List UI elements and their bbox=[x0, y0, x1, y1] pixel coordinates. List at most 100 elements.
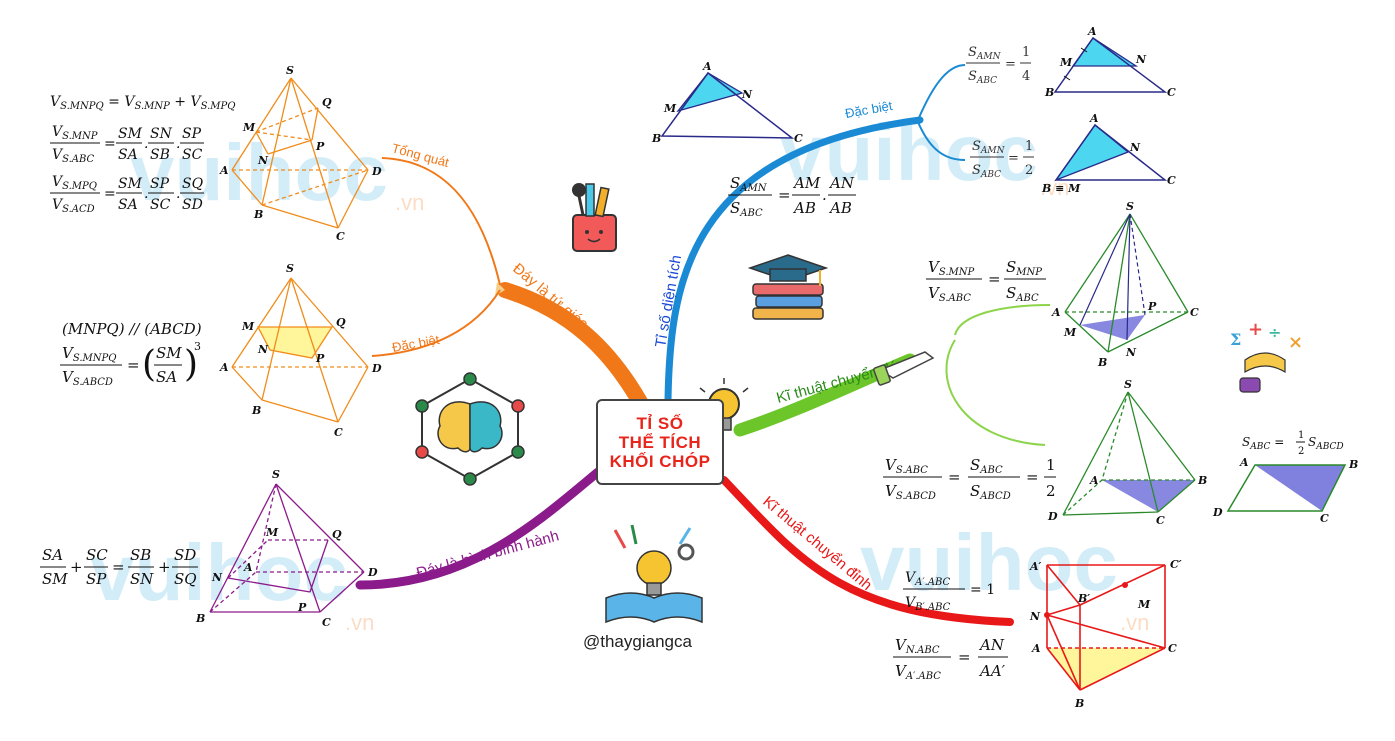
svg-text:A: A bbox=[219, 361, 229, 374]
branch-area-curve bbox=[664, 116, 924, 404]
svg-text:A: A bbox=[1031, 642, 1041, 655]
svg-text:M: M bbox=[242, 121, 256, 134]
pyramid-general-labels: SQM PNA DBC bbox=[219, 64, 382, 243]
svg-text:P: P bbox=[315, 352, 325, 365]
svg-text:C: C bbox=[1190, 306, 1199, 319]
svg-text:VS.ACD: VS.ACD bbox=[52, 197, 95, 215]
svg-text:SABC: SABC bbox=[970, 456, 1003, 476]
svg-text:N: N bbox=[257, 154, 269, 167]
svg-text:+: + bbox=[158, 558, 171, 576]
svg-text:C: C bbox=[1156, 514, 1165, 527]
pointing-hand-icon bbox=[873, 351, 935, 386]
svg-text:3: 3 bbox=[194, 340, 201, 353]
svg-text:SD: SD bbox=[182, 197, 203, 213]
formula-base1: VS.MNP VS.ABC = SMNP SABC bbox=[926, 258, 1046, 304]
svg-text:=: = bbox=[1026, 468, 1039, 486]
svg-text:SM: SM bbox=[118, 176, 143, 192]
sub-area-sp1 bbox=[917, 64, 966, 121]
label-parallelogram: Đáy là hình bình hành bbox=[415, 527, 561, 581]
svg-text:A: A bbox=[1087, 25, 1097, 38]
svg-text:A: A bbox=[243, 561, 253, 574]
svg-text:SM: SM bbox=[156, 344, 182, 362]
svg-text:C: C bbox=[1168, 642, 1177, 655]
svg-text:B ≡ M: B ≡ M bbox=[1041, 182, 1081, 195]
svg-text:=: = bbox=[104, 186, 116, 202]
svg-text:A: A bbox=[702, 60, 712, 73]
svg-text:SMNP: SMNP bbox=[1006, 258, 1042, 278]
svg-text:M: M bbox=[663, 102, 677, 115]
svg-text:.: . bbox=[822, 186, 827, 204]
svg-text:M: M bbox=[1137, 598, 1151, 611]
svg-text:S: S bbox=[286, 64, 294, 77]
svg-text:B: B bbox=[1097, 356, 1107, 369]
book-idea-icon bbox=[605, 524, 703, 624]
branch-parallelogram-curve bbox=[355, 467, 603, 590]
svg-text:N: N bbox=[257, 343, 269, 356]
center-topic: TỈ SỐ THỂ TÍCH KHỐI CHÓP bbox=[596, 399, 724, 485]
svg-text:SC: SC bbox=[86, 546, 108, 564]
formula-special-quad: (MNPQ) // (ABCD) VS.MNPQ VS.ABCD = ( SM … bbox=[60, 320, 202, 388]
sub-base-2 bbox=[945, 339, 1046, 446]
svg-text:SQ: SQ bbox=[182, 176, 204, 192]
svg-text:M: M bbox=[265, 526, 279, 539]
svg-text:B: B bbox=[1348, 458, 1358, 471]
svg-text:M: M bbox=[1059, 56, 1073, 69]
formula-area-special1: SAMN SABC = 1 4 bbox=[966, 45, 1031, 86]
svg-text:VS.MPQ: VS.MPQ bbox=[52, 174, 97, 192]
svg-text:SABC: SABC bbox=[968, 69, 997, 86]
svg-text:AA′: AA′ bbox=[978, 662, 1006, 680]
sub-base-1 bbox=[954, 304, 1051, 336]
svg-text:VS.ABCD: VS.ABCD bbox=[62, 368, 113, 388]
svg-text:.: . bbox=[144, 136, 148, 152]
graduation-books-icon bbox=[747, 254, 829, 320]
watermark-3: vuihoc bbox=[90, 528, 348, 617]
svg-text:SA: SA bbox=[118, 197, 138, 213]
svg-text:SP: SP bbox=[150, 176, 170, 192]
svg-text:VS.ABC: VS.ABC bbox=[928, 284, 971, 304]
triangle-area-main-figure bbox=[660, 71, 795, 139]
svg-text:B: B bbox=[1074, 697, 1084, 710]
svg-text:M: M bbox=[241, 320, 255, 333]
svg-text:AB: AB bbox=[828, 199, 852, 217]
svg-text:VS.ABC: VS.ABC bbox=[52, 147, 95, 165]
label-special-quad: Đặc biệt bbox=[391, 332, 441, 355]
svg-text:N: N bbox=[211, 571, 223, 584]
svg-text:1: 1 bbox=[1298, 430, 1304, 441]
watermark-4: vuihoc bbox=[860, 518, 1118, 607]
svg-text:A: A bbox=[1051, 306, 1061, 319]
svg-text:S: S bbox=[1126, 200, 1134, 213]
svg-text:SB: SB bbox=[130, 546, 151, 564]
svg-text:N: N bbox=[1125, 346, 1137, 359]
svg-text:Q: Q bbox=[336, 316, 346, 329]
svg-text:SAMN: SAMN bbox=[968, 45, 1002, 62]
branch-apex-curve bbox=[720, 476, 1014, 626]
svg-text:(MNPQ) // (ABCD): (MNPQ) // (ABCD) bbox=[62, 320, 202, 338]
math-symbols-icon: Σ + ÷ × bbox=[1230, 319, 1303, 393]
svg-text:SN: SN bbox=[150, 126, 173, 142]
pyramid-special-figure bbox=[231, 277, 369, 423]
svg-text:Q: Q bbox=[322, 96, 332, 109]
svg-text:Σ: Σ bbox=[1230, 330, 1241, 349]
sub-general-curve bbox=[381, 157, 501, 286]
svg-text:M: M bbox=[1063, 326, 1077, 339]
svg-text:N: N bbox=[1135, 53, 1147, 66]
svg-text:P: P bbox=[315, 140, 325, 153]
svg-text:=: = bbox=[778, 186, 791, 204]
author-handle: @thaygiangca bbox=[583, 632, 692, 651]
svg-text:D: D bbox=[371, 165, 382, 178]
svg-text:1: 1 bbox=[1022, 45, 1030, 60]
svg-text:S: S bbox=[1124, 378, 1132, 391]
svg-text:B: B bbox=[251, 404, 261, 417]
svg-text:SP: SP bbox=[182, 126, 202, 142]
svg-text:SABCD: SABCD bbox=[970, 482, 1011, 502]
svg-text:VS.ABCD: VS.ABCD bbox=[885, 482, 936, 502]
svg-text:=: = bbox=[958, 648, 971, 666]
svg-text:=: = bbox=[127, 356, 140, 374]
triangle-area-sp1-figure bbox=[1053, 36, 1168, 93]
svg-text:SN: SN bbox=[130, 570, 154, 588]
svg-text:Q: Q bbox=[332, 528, 342, 541]
svg-text:A: A bbox=[1239, 456, 1249, 469]
